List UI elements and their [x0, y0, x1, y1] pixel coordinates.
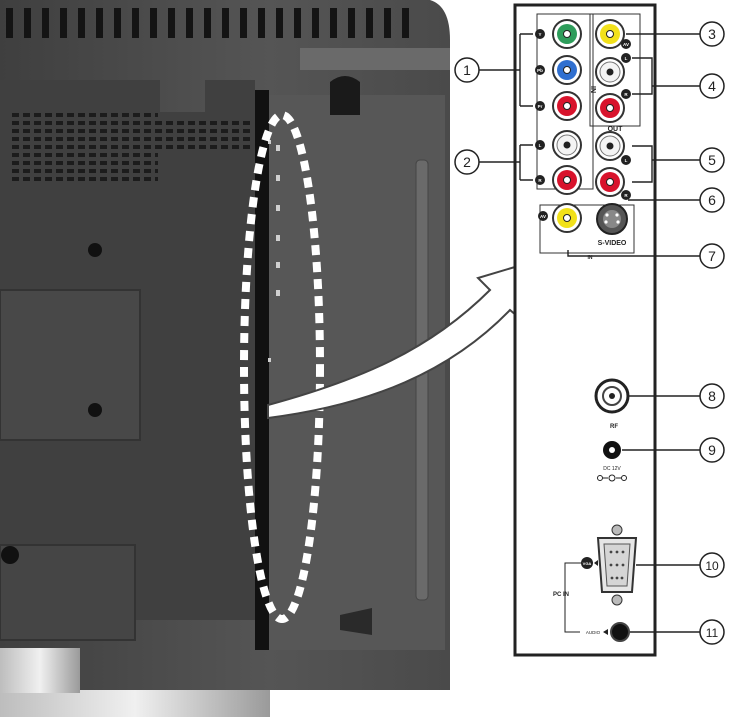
- svg-text:2: 2: [463, 154, 471, 170]
- svg-text:8: 8: [708, 388, 716, 404]
- connector-strip: [255, 90, 269, 650]
- av-out-l-jack[interactable]: [595, 57, 625, 87]
- label-s-video: S-VIDEO: [598, 240, 627, 247]
- port-marks: [268, 140, 280, 362]
- label-out-group: OUT: [608, 126, 624, 133]
- label-vga: VGA: [583, 561, 592, 566]
- audio-in-r-jack[interactable]: [552, 165, 582, 195]
- av-out-r-jack[interactable]: [595, 93, 625, 123]
- callout-2: 2: [454, 149, 480, 175]
- audio-out-r-jack[interactable]: [595, 167, 625, 197]
- audio-out-l-jack[interactable]: [595, 131, 625, 161]
- callout-lines: [479, 33, 700, 633]
- svg-text:10: 10: [705, 559, 719, 573]
- av-out-video-jack[interactable]: [595, 19, 625, 49]
- callout-4: 4: [699, 73, 725, 99]
- screw-icon: [88, 243, 102, 257]
- connectors-highlight-ellipse: [240, 111, 324, 623]
- callout-9: 9: [699, 437, 725, 463]
- label-av-in: AV: [540, 214, 546, 219]
- label-audio: AUDIO: [586, 630, 601, 635]
- label-audio-out-r: R: [624, 193, 628, 198]
- vga-port[interactable]: [596, 524, 638, 606]
- callout-6: 6: [699, 187, 725, 213]
- label-audio-out-l: L: [625, 158, 628, 163]
- center-vent: [140, 118, 252, 150]
- label-dc: DC 12V: [603, 466, 621, 472]
- label-y: Y: [538, 32, 541, 37]
- svg-text:1: 1: [463, 62, 471, 78]
- callout-10: 10: [699, 552, 725, 578]
- label-av-out: AV: [623, 42, 629, 47]
- s-video-port[interactable]: [596, 203, 628, 235]
- callout-3: 3: [699, 21, 725, 47]
- svg-text:6: 6: [708, 192, 716, 208]
- callout-5: 5: [699, 147, 725, 173]
- callout-8: 8: [699, 383, 725, 409]
- audio-in-l-jack[interactable]: [552, 130, 582, 160]
- label-out-r: R: [624, 92, 628, 97]
- component-y-jack[interactable]: [552, 19, 582, 49]
- callout-1: 1: [454, 57, 480, 83]
- label-out-l: L: [625, 56, 628, 61]
- svg-text:7: 7: [708, 248, 716, 264]
- screw-icon: [88, 403, 102, 417]
- label-pb: Pb: [537, 68, 543, 73]
- svg-text:11: 11: [706, 626, 719, 640]
- rf-antenna-port[interactable]: [594, 378, 630, 414]
- label-in-r: R: [538, 178, 542, 183]
- label-pr: Pr: [538, 104, 543, 109]
- callout-11: 11: [699, 619, 725, 645]
- component-pb-jack[interactable]: [552, 55, 582, 85]
- label-rf: RF: [610, 424, 618, 430]
- label-av-in-group: IN: [588, 255, 593, 261]
- callout-7: 7: [699, 243, 725, 269]
- callout-badges: 1 2 3 4 5 6 7 8: [454, 21, 725, 645]
- port-label-badges: [535, 29, 631, 221]
- connector-panel: Y Pb Pr L R AV AV L R L R IN OUT S-VIDEO…: [513, 3, 657, 657]
- label-in-l: L: [539, 143, 542, 148]
- svg-text:5: 5: [708, 152, 716, 168]
- component-pr-jack[interactable]: [552, 91, 582, 121]
- tv-stand: [0, 648, 270, 717]
- tv-back-panel: [0, 0, 450, 690]
- label-in-group: IN: [589, 86, 596, 93]
- dc-power-jack[interactable]: [603, 441, 621, 459]
- svg-text:9: 9: [708, 442, 716, 458]
- label-pc-in: PC IN: [553, 592, 569, 598]
- svg-text:4: 4: [708, 78, 716, 94]
- svg-text:3: 3: [708, 26, 716, 42]
- left-vent: [8, 110, 158, 185]
- av-in-video-jack[interactable]: [552, 203, 582, 233]
- pc-audio-jack[interactable]: [610, 622, 630, 642]
- dc-polarity-icon: [597, 474, 627, 482]
- top-vent: [6, 8, 409, 38]
